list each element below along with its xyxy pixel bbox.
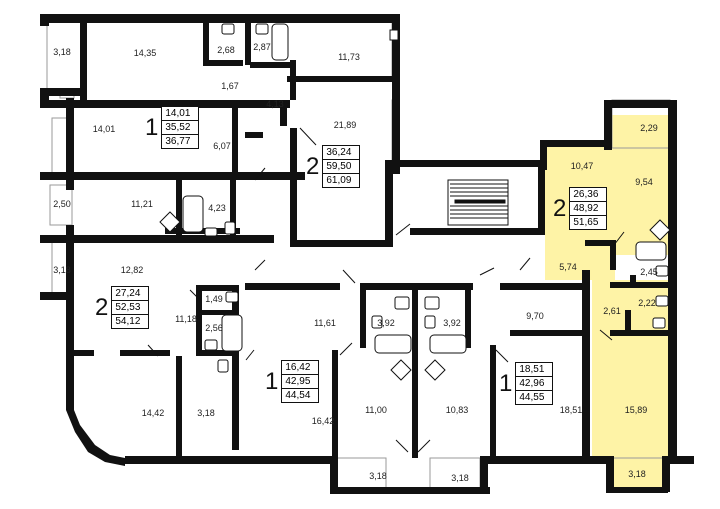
area-label: 11,18 xyxy=(175,314,197,324)
total-area-with-balcony: 51,65 xyxy=(573,217,599,228)
sinks-and-toilets xyxy=(204,23,669,373)
apartment-areas: 27,24 52,53 54,12 xyxy=(111,286,150,329)
room-count: 2 xyxy=(95,293,109,321)
room-count: 2 xyxy=(553,194,567,222)
living-area: 14,01 xyxy=(162,107,199,121)
area-label: 21,89 xyxy=(333,120,357,130)
area-label: 14,35 xyxy=(133,48,157,58)
apartment-areas: 36,24 59,50 61,09 xyxy=(322,145,361,188)
area-label: 10,47 xyxy=(570,161,594,171)
area-label: 16,42 xyxy=(311,416,335,426)
room-count: 1 xyxy=(499,369,513,397)
area-label: 1,49 xyxy=(205,294,223,304)
apartment-badge: 2 36,24 59,50 61,09 xyxy=(306,145,361,188)
apartment-badge: 1 16,42 42,95 44,54 xyxy=(265,360,320,403)
area-label: 4,13 xyxy=(266,99,284,109)
area-label: 3,18 xyxy=(53,265,71,275)
total-area-with-balcony: 44,54 xyxy=(285,390,311,401)
area-label: 2,29 xyxy=(640,123,658,133)
highlighted-apartment xyxy=(545,115,672,488)
area-label: 15,89 xyxy=(624,405,648,415)
ventilation-shafts xyxy=(159,211,671,381)
area-label: 2,56 xyxy=(205,323,223,333)
apartment-areas: 16,42 42,95 44,54 xyxy=(281,360,320,403)
area-label: 14,42 xyxy=(141,408,165,418)
area-label: 3,18 xyxy=(628,469,646,479)
area-label: 9,54 xyxy=(635,177,653,187)
living-area: 16,42 xyxy=(282,361,319,375)
living-area: 18,51 xyxy=(516,363,553,377)
area-label: 9,70 xyxy=(526,311,544,321)
total-area: 59,50 xyxy=(323,160,360,174)
area-label: 2,68 xyxy=(217,45,235,55)
stairwell xyxy=(447,179,509,226)
total-area: 35,52 xyxy=(162,121,199,135)
area-label: 11,21 xyxy=(131,199,153,209)
apartment-areas: 26,36 48,92 51,65 xyxy=(569,187,608,230)
walls xyxy=(40,14,694,494)
total-area: 42,95 xyxy=(282,375,319,389)
bathtubs xyxy=(182,23,667,354)
door-swings xyxy=(147,127,625,453)
apartment-areas: 18,51 42,96 44,55 xyxy=(515,362,554,405)
room-count: 1 xyxy=(145,113,159,141)
living-area: 27,24 xyxy=(112,287,149,301)
apartment-badge: 2 26,36 48,92 51,65 xyxy=(553,187,608,230)
total-area-with-balcony: 54,12 xyxy=(115,316,141,327)
area-label: 3,18 xyxy=(53,47,71,57)
area-label: 11,00 xyxy=(365,405,387,415)
total-area: 48,92 xyxy=(570,202,607,216)
area-label: 2,22 xyxy=(638,298,656,308)
apartment-areas: 14,01 35,52 36,77 xyxy=(161,106,200,149)
area-label: 3,18 xyxy=(451,473,469,483)
area-label: 2,61 xyxy=(603,306,621,316)
area-label: 10,83 xyxy=(445,405,469,415)
area-label: 1,67 xyxy=(221,81,239,91)
area-label: 5,74 xyxy=(559,262,577,272)
living-area: 36,24 xyxy=(323,146,360,160)
area-label: 12,82 xyxy=(120,265,144,275)
area-label: 4,23 xyxy=(208,203,226,213)
area-label: 11,61 xyxy=(314,318,336,328)
area-label: 3,18 xyxy=(197,408,215,418)
area-label: 2,87 xyxy=(253,42,271,52)
total-area-with-balcony: 61,09 xyxy=(326,175,352,186)
apartment-badge: 1 14,01 35,52 36,77 xyxy=(145,106,200,149)
total-area: 52,53 xyxy=(112,301,149,315)
apartment-badge: 2 27,24 52,53 54,12 xyxy=(95,286,150,329)
area-label: 3,18 xyxy=(369,471,387,481)
area-label: 11,73 xyxy=(338,52,360,62)
area-label: 6,07 xyxy=(213,141,231,151)
total-area-with-balcony: 44,55 xyxy=(519,392,545,403)
room-count: 1 xyxy=(265,367,279,395)
area-label: 14,01 xyxy=(92,124,116,134)
area-label: 2,45 xyxy=(640,267,658,277)
area-label: 2,50 xyxy=(53,199,71,209)
area-label: 18,51 xyxy=(559,405,583,415)
room-count: 2 xyxy=(306,152,320,180)
total-area: 42,96 xyxy=(516,377,553,391)
total-area-with-balcony: 36,77 xyxy=(165,136,191,147)
area-label: 3,92 xyxy=(377,318,395,328)
living-area: 26,36 xyxy=(570,188,607,202)
area-label: 3,92 xyxy=(443,318,461,328)
apartment-badge: 1 18,51 42,96 44,55 xyxy=(499,362,554,405)
